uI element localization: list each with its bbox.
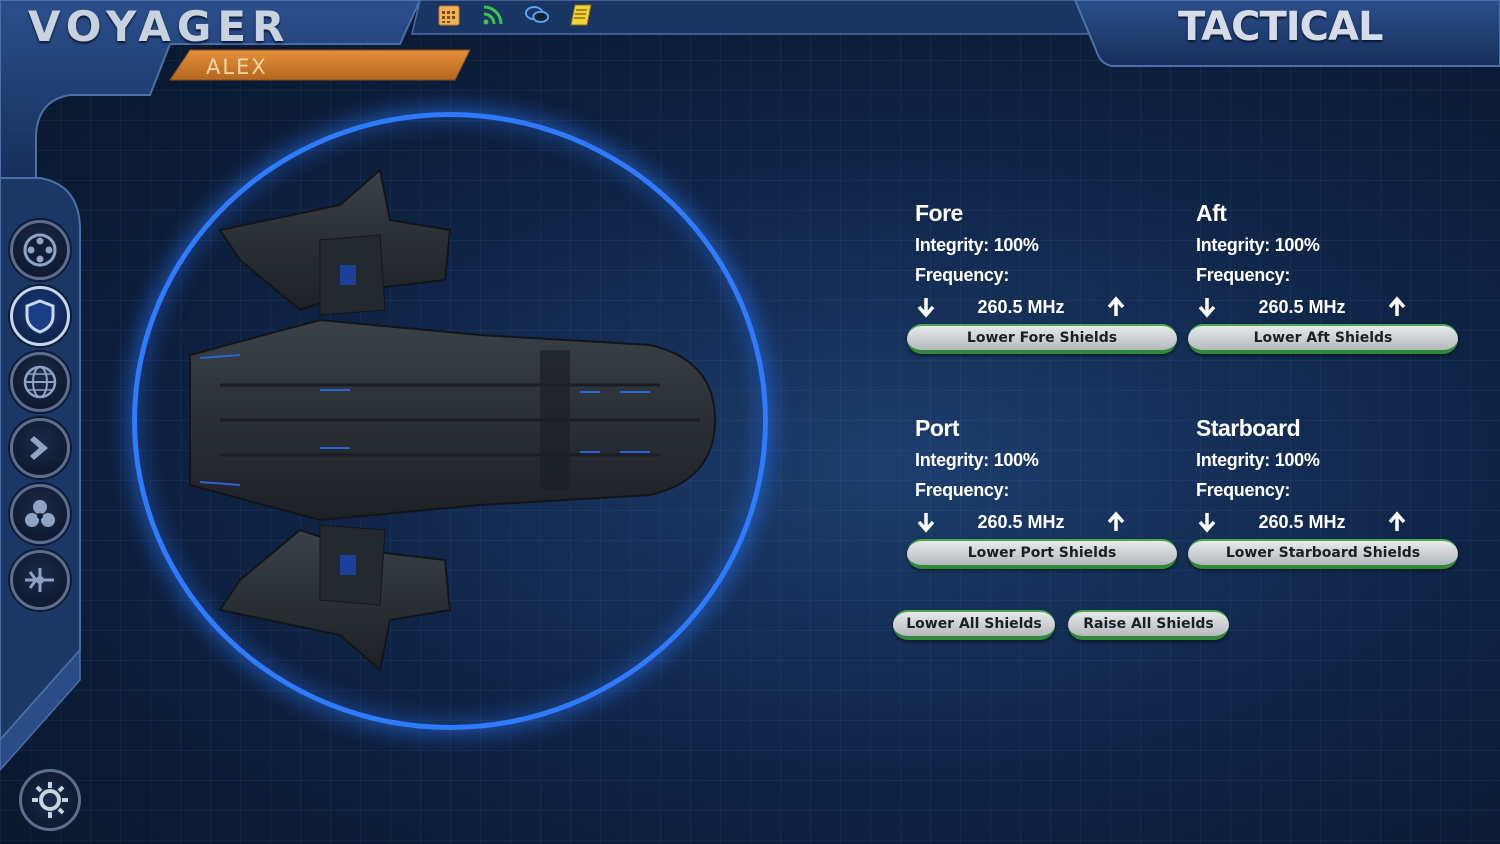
frequency-up-icon[interactable] bbox=[1386, 296, 1408, 318]
sidebar-item-shields[interactable] bbox=[10, 286, 70, 346]
app-title: VOYAGER bbox=[28, 2, 291, 51]
sidebar-item-weapons[interactable] bbox=[10, 550, 70, 610]
lower-fore-shields-button[interactable]: Lower Fore Shields bbox=[907, 324, 1177, 354]
frequency-up-icon[interactable] bbox=[1105, 296, 1127, 318]
shield-starboard-frequency-label: Frequency: bbox=[1196, 480, 1291, 500]
torpedo-icon bbox=[25, 568, 54, 592]
starship-image bbox=[189, 168, 717, 672]
shield-aft-title: Aft bbox=[1196, 200, 1227, 226]
shield-aft-integrity: Integrity: 100% bbox=[1196, 235, 1320, 255]
frequency-down-icon[interactable] bbox=[915, 511, 937, 533]
shield-aft-frequency-label: Frequency: bbox=[1196, 265, 1291, 285]
sidebar-item-targeting[interactable] bbox=[10, 220, 70, 280]
lower-starboard-shields-button[interactable]: Lower Starboard Shields bbox=[1188, 539, 1458, 569]
lower-port-shields-button[interactable]: Lower Port Shields bbox=[907, 539, 1177, 569]
shield-port-frequency-label: Frequency: bbox=[915, 480, 1010, 500]
shield-panel-fore: Fore Integrity: 100% Frequency: 260.5 MH… bbox=[907, 200, 1185, 354]
notes-icon[interactable] bbox=[568, 2, 594, 28]
shield-panel-aft: Aft Integrity: 100% Frequency: 260.5 MHz… bbox=[1188, 200, 1466, 354]
calendar-icon[interactable] bbox=[436, 2, 462, 28]
lower-all-shields-button[interactable]: Lower All Shields bbox=[893, 610, 1055, 640]
shield-aft-frequency: 260.5 MHz bbox=[1258, 296, 1346, 317]
frequency-down-icon[interactable] bbox=[1196, 511, 1218, 533]
shield-fore-title: Fore bbox=[915, 200, 963, 226]
settings-button[interactable] bbox=[19, 769, 81, 831]
shield-port-title: Port bbox=[915, 415, 960, 441]
shield-bubble bbox=[132, 112, 768, 730]
sidebar-item-reactor[interactable] bbox=[10, 484, 70, 544]
page-title: TACTICAL bbox=[1178, 4, 1383, 50]
lower-aft-shields-button[interactable]: Lower Aft Shields bbox=[1188, 324, 1458, 354]
frequency-down-icon[interactable] bbox=[915, 296, 937, 318]
gear-icon bbox=[32, 782, 68, 818]
globe-icon bbox=[23, 365, 57, 399]
frequency-up-icon[interactable] bbox=[1386, 511, 1408, 533]
chevron-right-icon bbox=[30, 436, 48, 460]
sidebar-item-helm[interactable] bbox=[10, 418, 70, 478]
shield-starboard-title: Starboard bbox=[1196, 415, 1301, 441]
shield-icon bbox=[25, 299, 55, 334]
shield-starboard-integrity: Integrity: 100% bbox=[1196, 450, 1320, 470]
sidebar-item-navigation[interactable] bbox=[10, 352, 70, 412]
shield-fore-frequency: 260.5 MHz bbox=[977, 296, 1065, 317]
shield-starboard-frequency: 260.5 MHz bbox=[1258, 511, 1346, 532]
shield-fore-frequency-label: Frequency: bbox=[915, 265, 1010, 285]
crosshair-icon bbox=[23, 233, 57, 267]
raise-all-shields-button[interactable]: Raise All Shields bbox=[1068, 610, 1229, 640]
shield-port-frequency: 260.5 MHz bbox=[977, 511, 1065, 532]
rss-icon[interactable] bbox=[480, 2, 506, 28]
shield-panel-port: Port Integrity: 100% Frequency: 260.5 MH… bbox=[907, 415, 1185, 569]
radiation-icon bbox=[25, 500, 55, 527]
top-toolbar bbox=[436, 2, 594, 28]
frequency-up-icon[interactable] bbox=[1105, 511, 1127, 533]
user-name: ALEX bbox=[206, 55, 268, 79]
chat-icon[interactable] bbox=[524, 2, 550, 28]
shield-panel-starboard: Starboard Integrity: 100% Frequency: 260… bbox=[1188, 415, 1466, 569]
sidebar bbox=[10, 220, 70, 610]
frequency-down-icon[interactable] bbox=[1196, 296, 1218, 318]
shield-fore-integrity: Integrity: 100% bbox=[915, 235, 1039, 255]
shield-port-integrity: Integrity: 100% bbox=[915, 450, 1039, 470]
